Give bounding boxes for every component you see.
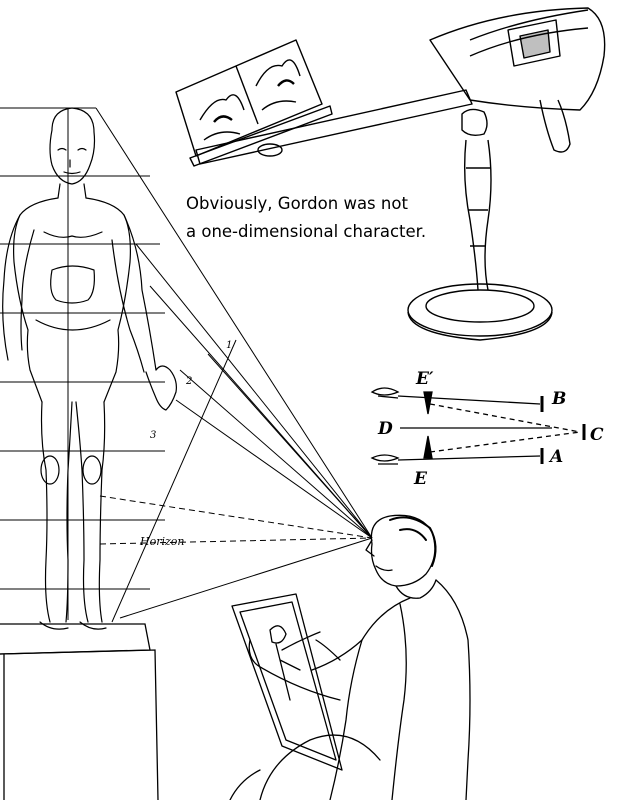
pedestal — [0, 623, 159, 800]
caption-line-1: Obviously, Gordon was not — [186, 194, 408, 213]
caption-line-2: a one-dimensional character. — [186, 222, 427, 241]
caption: Obviously, Gordon was not a one-dimensio… — [186, 190, 476, 246]
proportion-grid — [0, 107, 165, 620]
ray-number-2: 2 — [185, 376, 192, 387]
label-a: A — [548, 447, 563, 467]
label-c: C — [590, 425, 604, 445]
perspective-rays — [95, 107, 373, 623]
label-d: D — [377, 419, 393, 439]
label-b: B — [551, 389, 566, 409]
standing-figure — [2, 107, 177, 630]
stereo-optics-diagram — [370, 387, 586, 465]
ray-number-3: 3 — [150, 430, 156, 441]
stereoscope — [175, 7, 606, 341]
horizon-label: Horizon — [139, 535, 185, 548]
ray-number-1: 1 — [226, 340, 232, 351]
label-e: E — [413, 469, 428, 489]
label-e-prime: E′ — [415, 369, 434, 389]
seated-artist — [229, 514, 471, 800]
